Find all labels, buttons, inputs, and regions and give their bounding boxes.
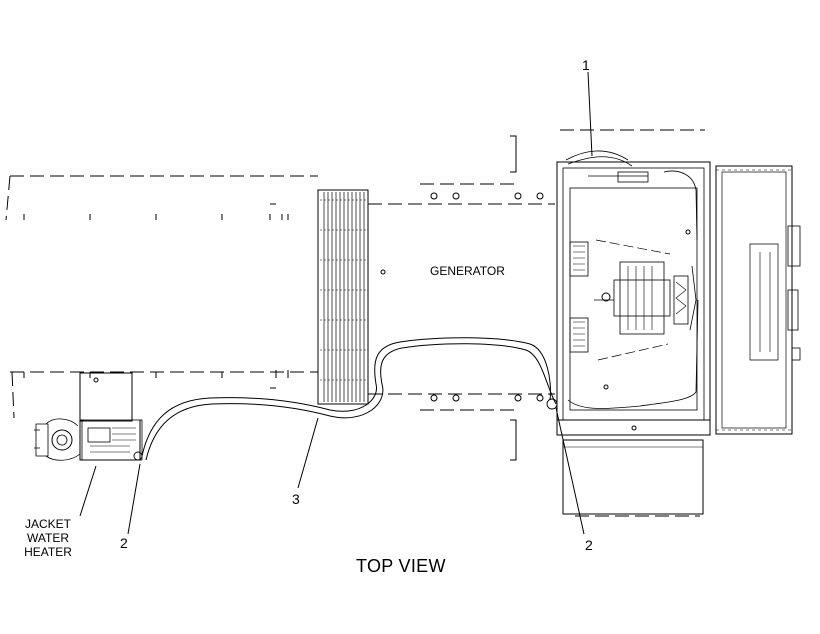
engine-frame-outline (5, 129, 705, 517)
frame-ticks (23, 135, 517, 461)
jacket-water-heater-label: JACKET WATER HEATER (18, 517, 78, 559)
jacket-label-line3: HEATER (24, 545, 72, 559)
engine-bolt-holes (380, 192, 544, 402)
callout-3: 3 (292, 491, 300, 507)
jacket-label-line1: JACKET (24, 517, 71, 531)
jacket-water-heater (34, 372, 143, 461)
side-door-panel (715, 165, 801, 435)
view-title: TOP VIEW (356, 556, 446, 576)
callout-1: 1 (582, 57, 590, 73)
callout-2-right: 2 (585, 537, 593, 553)
jacket-label-line2: WATER (27, 531, 69, 545)
heater-hose (133, 337, 558, 461)
generator-label: GENERATOR (430, 264, 505, 278)
callout-leaders (79, 71, 593, 535)
lower-access-cover (562, 439, 704, 515)
generator-cabinet (556, 150, 711, 436)
callout-2-left: 2 (120, 535, 128, 551)
radiator-core (317, 189, 369, 405)
